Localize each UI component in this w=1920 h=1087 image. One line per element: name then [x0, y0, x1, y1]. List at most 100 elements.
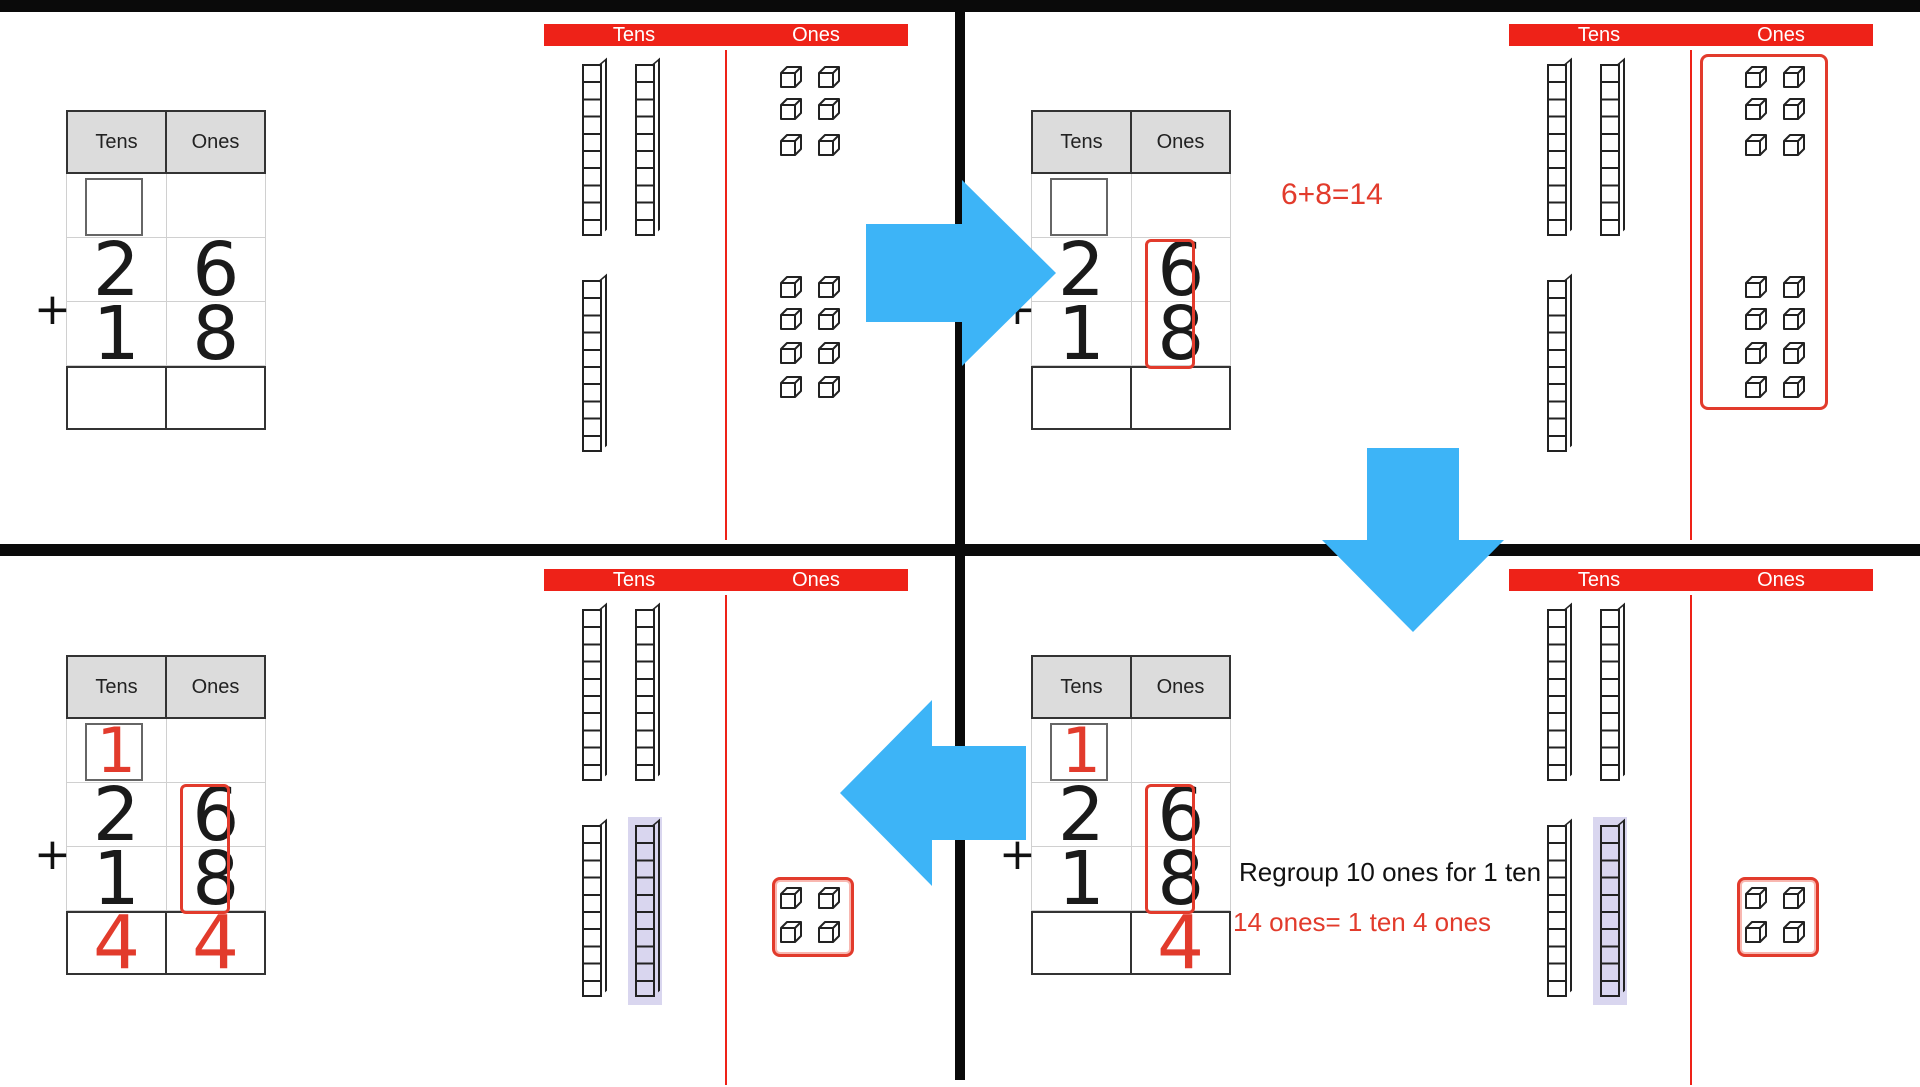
tens-digit: 2: [1057, 771, 1105, 858]
unit-cube-icon: [1783, 276, 1805, 298]
unit-cube-icon: [780, 376, 802, 398]
base-ten-ones-label: Ones: [792, 24, 840, 46]
carry-box: [85, 178, 143, 236]
unit-cube-icon: [1745, 134, 1767, 156]
plus-sign: +: [34, 829, 71, 880]
ones-column-highlight: [1145, 239, 1195, 369]
unit-cube-icon: [780, 342, 802, 364]
unit-cube-icon: [818, 308, 840, 330]
base-ten-ones-label: Ones: [1757, 24, 1805, 46]
carry-row: [1031, 174, 1231, 238]
unit-cube-icon: [1745, 887, 1767, 909]
ten-rod-icon: [1547, 280, 1567, 452]
ten-rod-icon: [1600, 64, 1620, 236]
plus-sign: +: [34, 284, 71, 335]
ten-rod-icon: [1547, 64, 1567, 236]
unit-cube-icon: [818, 887, 840, 909]
header-ones: Ones: [1130, 112, 1229, 172]
carry-ones-cell: [165, 174, 266, 237]
unit-cube-icon: [780, 276, 802, 298]
unit-cube-icon: [1783, 308, 1805, 330]
ones-digit: 8: [1130, 297, 1231, 371]
carry-box: [85, 723, 143, 781]
ten-rod-icon: [1600, 825, 1620, 997]
unit-cube-icon: [780, 887, 802, 909]
arrow-left-icon: [840, 700, 1026, 886]
answer-ones-digit: [1130, 368, 1229, 428]
unit-cube-icon: [1783, 66, 1805, 88]
carry-cell: 1: [1032, 719, 1131, 782]
carry-ones-cell: [165, 719, 266, 782]
unit-cube-icon: [1745, 376, 1767, 398]
unit-cube-icon: [780, 98, 802, 120]
vertical-divider: [955, 0, 965, 1080]
answer-ones-digit: [165, 368, 264, 428]
ten-rod-icon: [635, 609, 655, 781]
unit-cube-icon: [1783, 98, 1805, 120]
unit-cube-icon: [818, 376, 840, 398]
header-ones: Ones: [165, 112, 264, 172]
base-ten-divider: [725, 595, 727, 1085]
carry-row: 1: [66, 719, 266, 783]
unit-cube-icon: [818, 921, 840, 943]
unit-cube-icon: [1783, 342, 1805, 364]
base-ten-tens-label: Tens: [612, 569, 656, 591]
header-ones: Ones: [165, 657, 264, 717]
tens-digit: 1: [92, 835, 140, 922]
remaining-ones-outline: [1737, 877, 1819, 957]
base-ten-header: Tens Ones: [1509, 569, 1873, 591]
header-tens: Tens: [68, 657, 165, 717]
carry-digit: 1: [96, 713, 136, 787]
regroup-explanation: 14 ones= 1 ten 4 ones: [1233, 907, 1492, 937]
base-ten-tens-label: Tens: [1577, 569, 1621, 591]
ten-rod-icon: [582, 280, 602, 452]
ten-rod-icon: [635, 825, 655, 997]
ten-rod-icon: [635, 64, 655, 236]
ten-rod-icon: [1547, 609, 1567, 781]
header-tens: Tens: [1033, 657, 1130, 717]
base-ten-ones-label: Ones: [1757, 569, 1805, 591]
carry-cell: [67, 174, 166, 237]
base-ten-divider: [1690, 50, 1692, 540]
carry-cell: 1: [67, 719, 166, 782]
tens-digit: 1: [1057, 290, 1105, 377]
unit-cube-icon: [1745, 308, 1767, 330]
tens-digit: 2: [92, 226, 140, 313]
ones-digit: 8: [1130, 842, 1231, 916]
ten-rod-icon: [1600, 609, 1620, 781]
answer-row: 4: [1031, 906, 1231, 980]
answer-row: [1031, 366, 1231, 430]
carry-box: [1050, 723, 1108, 781]
answer-tens-digit: 4: [92, 900, 141, 986]
base-ten-divider: [1690, 595, 1692, 1085]
base-ten-divider: [725, 50, 727, 540]
answer-tens-digit: [68, 368, 165, 428]
arrow-down-icon: [1322, 448, 1504, 632]
unit-cube-icon: [1783, 887, 1805, 909]
unit-cube-icon: [1745, 342, 1767, 364]
answer-tens-digit: [1033, 913, 1130, 973]
ones-sum-equation: 6+8=14: [1281, 178, 1383, 211]
ones-column-highlight: [1145, 784, 1195, 914]
unit-cube-icon: [1783, 921, 1805, 943]
unit-cube-icon: [1745, 921, 1767, 943]
unit-cube-icon: [1745, 66, 1767, 88]
